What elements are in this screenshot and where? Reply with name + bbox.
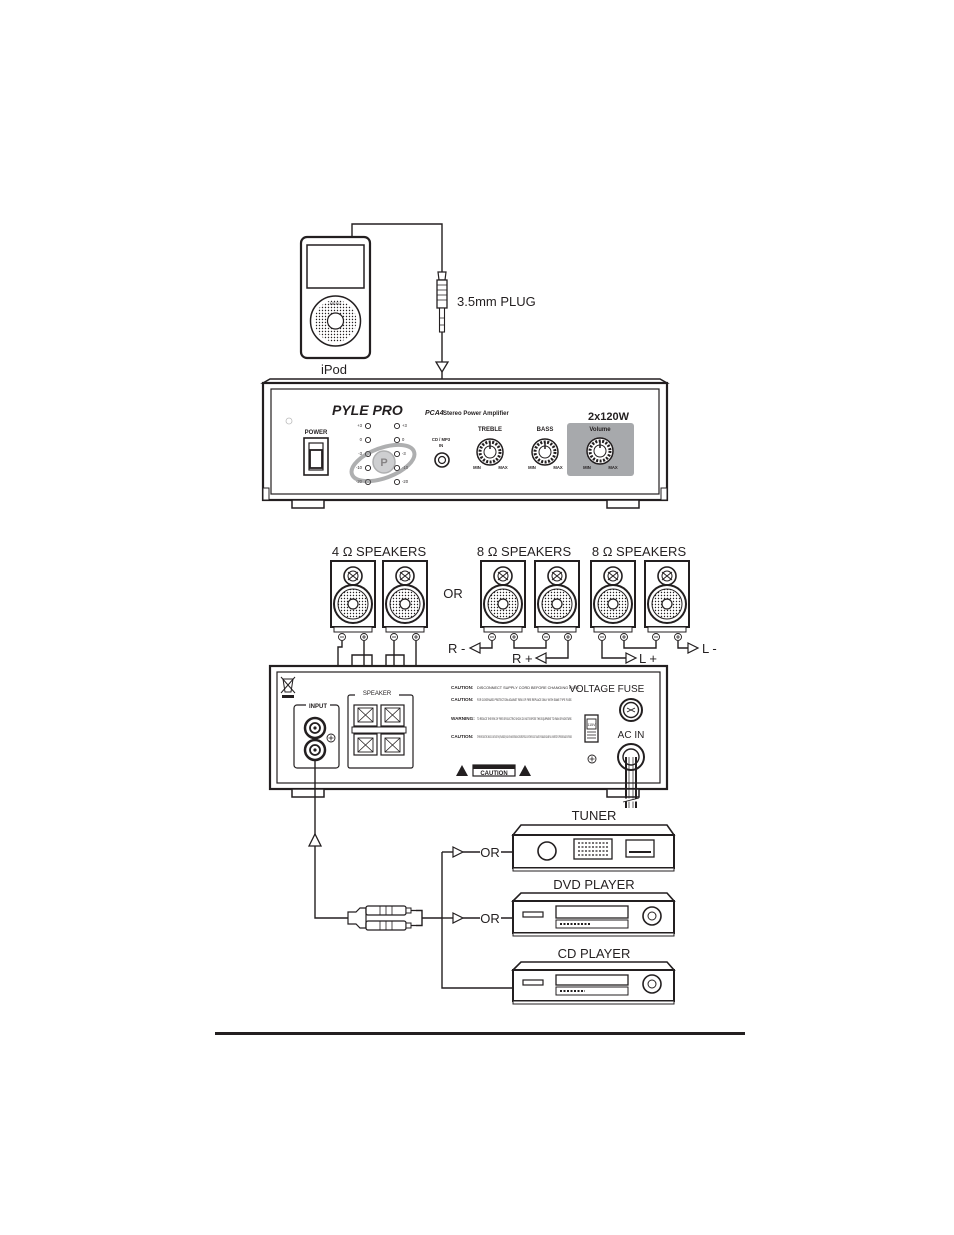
plug-label: 3.5mm PLUG bbox=[457, 294, 536, 309]
ipod-label: iPod bbox=[321, 362, 347, 377]
warning-3-text: TO REDUCE THE RISK OF FIRE OR ELECTRIC S… bbox=[477, 717, 572, 721]
ground-screw-icon bbox=[326, 733, 336, 743]
dvd-player-device bbox=[511, 892, 676, 937]
svg-text:MENU: MENU bbox=[330, 301, 342, 306]
svg-text:P: P bbox=[380, 457, 387, 469]
speakers-8ohm-label-2: 8 Ω SPEAKERS bbox=[592, 544, 687, 559]
cd-player-label: CD PLAYER bbox=[558, 946, 631, 961]
meter-left-tick: -3 bbox=[358, 451, 362, 456]
r-minus-label: R - bbox=[448, 641, 465, 656]
volume-max-label: MAX bbox=[608, 465, 618, 470]
dvd-or-label: OR bbox=[480, 911, 500, 926]
speaker-4ohm-right bbox=[382, 560, 428, 642]
speakers-4ohm-label: 4 Ω SPEAKERS bbox=[332, 544, 427, 559]
left-channel-series-wiring bbox=[601, 641, 700, 664]
warning-1-title: CAUTION: bbox=[451, 685, 474, 690]
meter-left-tick: 0 bbox=[360, 437, 363, 442]
cd-player-device bbox=[511, 961, 676, 1005]
speakers-or-label: OR bbox=[443, 586, 463, 601]
speaker-8ohm-l1 bbox=[590, 560, 636, 642]
ac-power-cord bbox=[617, 743, 645, 808]
fuse-label: FUSE bbox=[618, 684, 645, 695]
speaker-4ohm-left bbox=[330, 560, 376, 642]
aux-label-line2: IN bbox=[439, 443, 443, 448]
aux-input-jack[interactable] bbox=[434, 452, 450, 468]
speaker-8ohm-l2 bbox=[644, 560, 690, 642]
bass-label: BASS bbox=[537, 427, 554, 433]
ac-in-label: AC IN bbox=[618, 730, 645, 741]
r-plus-label: R + bbox=[512, 651, 533, 666]
l-minus-label: L - bbox=[702, 641, 717, 656]
tuner-label: TUNER bbox=[572, 808, 617, 823]
meter-right-tick: 0 bbox=[402, 437, 405, 442]
warning-4-title: CAUTION: bbox=[451, 734, 474, 739]
meter-left-tick: -10 bbox=[356, 465, 363, 470]
aux-label-line1: CD / MP3 bbox=[432, 437, 451, 442]
speaker-8ohm-r1 bbox=[480, 560, 526, 642]
model-name: PCA4 bbox=[425, 410, 444, 417]
meter-right-tick: -3 bbox=[402, 451, 406, 456]
tuner-device bbox=[511, 824, 676, 872]
input-label: INPUT bbox=[309, 704, 327, 710]
warning-4-text: TO PREVENT ELECTRIC SHOCK DO NOT USE THI… bbox=[477, 735, 572, 739]
meter-left-tick: +3 bbox=[357, 423, 362, 428]
meter-right-tick: -20 bbox=[402, 479, 409, 484]
treble-max-label: MAX bbox=[498, 465, 508, 470]
power-label: POWER bbox=[305, 430, 328, 436]
amp-description: Stereo Power Amplifier bbox=[443, 411, 509, 417]
weee-bin-icon bbox=[280, 676, 296, 698]
page-divider bbox=[215, 1032, 745, 1035]
tuner-or-label: OR bbox=[480, 845, 500, 860]
l-plus-label: L + bbox=[639, 651, 657, 666]
meter-right-tick: +3 bbox=[402, 423, 407, 428]
ipod-device: MENU bbox=[299, 235, 372, 360]
warning-2-title: CAUTION: bbox=[451, 697, 474, 702]
bass-min-label: MIN bbox=[528, 465, 536, 470]
caution-badge-text: CAUTION bbox=[480, 771, 507, 777]
ipod-cable bbox=[351, 223, 443, 272]
warning-2-text: FOR CONTINUED PROTECTION AGAINST RISK OF… bbox=[477, 698, 572, 702]
power-switch[interactable] bbox=[303, 437, 329, 476]
speakers-8ohm-label-1: 8 Ω SPEAKERS bbox=[477, 544, 572, 559]
voltage-switch[interactable] bbox=[584, 714, 599, 743]
dvd-player-label: DVD PLAYER bbox=[553, 877, 634, 892]
bass-knob[interactable] bbox=[530, 437, 560, 467]
volume-min-label: MIN bbox=[583, 465, 591, 470]
volume-label: Volume bbox=[589, 427, 611, 433]
fuse-holder[interactable] bbox=[619, 698, 643, 722]
brand-logo: PYLE PRO bbox=[332, 402, 403, 418]
chassis-screw-icon bbox=[587, 754, 597, 764]
volume-knob[interactable] bbox=[585, 436, 615, 466]
speaker-label: SPEAKER bbox=[363, 691, 392, 697]
speaker-8ohm-r2 bbox=[534, 560, 580, 642]
right-channel-series-wiring bbox=[468, 641, 569, 664]
warning-1-text: DISCONNECT SUPPLY CORD BEFORE CHANGING F… bbox=[477, 686, 580, 690]
warning-3-title: WARNING: bbox=[451, 716, 475, 721]
bass-max-label: MAX bbox=[553, 465, 563, 470]
treble-label: TREBLE bbox=[478, 427, 502, 433]
caution-badge bbox=[456, 764, 531, 777]
voltage-switch-value: 115V bbox=[588, 723, 597, 727]
voltage-label: VOLTAGE bbox=[569, 684, 615, 695]
rca-input-right-jack[interactable] bbox=[303, 738, 327, 762]
input-source-wiring bbox=[307, 760, 513, 989]
speaker-terminals[interactable] bbox=[351, 704, 407, 756]
treble-knob[interactable] bbox=[475, 437, 505, 467]
power-rating: 2x120W bbox=[588, 411, 630, 423]
rca-input-left-jack[interactable] bbox=[303, 716, 327, 740]
pyle-p-logo-icon: P bbox=[349, 442, 417, 484]
treble-min-label: MIN bbox=[473, 465, 481, 470]
